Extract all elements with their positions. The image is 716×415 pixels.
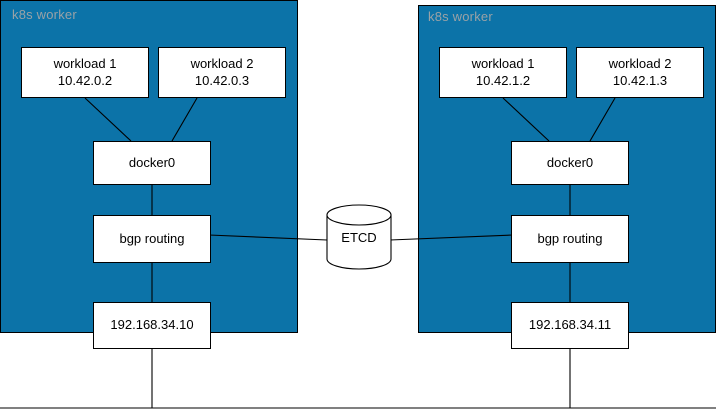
node-left-workload-1[interactable]: workload 1 10.42.0.2 xyxy=(21,47,149,98)
node-left-workload-1-ip: 10.42.0.2 xyxy=(57,72,113,88)
node-left-workload-2-name: workload 2 xyxy=(190,56,254,72)
node-right-workload-2-ip: 10.42.1.3 xyxy=(612,72,668,88)
node-right-workload-1-name: workload 1 xyxy=(471,56,535,72)
node-left-bgp-routing[interactable]: bgp routing xyxy=(93,215,211,263)
node-left-docker0-label: docker0 xyxy=(128,154,176,170)
node-left-host-ip[interactable]: 192.168.34.10 xyxy=(93,302,211,349)
node-right-workload-2-name: workload 2 xyxy=(608,56,672,72)
cylinder-body xyxy=(326,214,392,270)
node-right-workload-2[interactable]: workload 2 10.42.1.3 xyxy=(576,47,704,98)
node-left-bgp-routing-label: bgp routing xyxy=(119,230,185,246)
node-right-bgp-routing-label: bgp routing xyxy=(537,230,603,246)
node-etcd-datastore[interactable] xyxy=(325,203,393,271)
node-left-workload-2[interactable]: workload 2 10.42.0.3 xyxy=(158,47,286,98)
node-right-workload-1[interactable]: workload 1 10.42.1.2 xyxy=(439,47,567,98)
node-left-workload-2-ip: 10.42.0.3 xyxy=(194,72,250,88)
cylinder-top xyxy=(326,204,392,226)
zone-label-right: k8s worker xyxy=(428,9,493,24)
node-left-host-ip-label: 192.168.34.10 xyxy=(110,317,194,333)
node-etcd-label: ETCD xyxy=(341,230,377,245)
node-right-workload-1-ip: 10.42.1.2 xyxy=(475,72,531,88)
node-left-workload-1-name: workload 1 xyxy=(53,56,117,72)
zone-label-left: k8s worker xyxy=(12,7,77,22)
node-right-docker0[interactable]: docker0 xyxy=(511,141,629,185)
node-left-docker0[interactable]: docker0 xyxy=(93,141,211,185)
node-right-host-ip-label: 192.168.34.11 xyxy=(528,317,612,333)
node-right-bgp-routing[interactable]: bgp routing xyxy=(511,215,629,263)
node-right-host-ip[interactable]: 192.168.34.11 xyxy=(511,302,629,349)
node-right-docker0-label: docker0 xyxy=(546,154,594,170)
